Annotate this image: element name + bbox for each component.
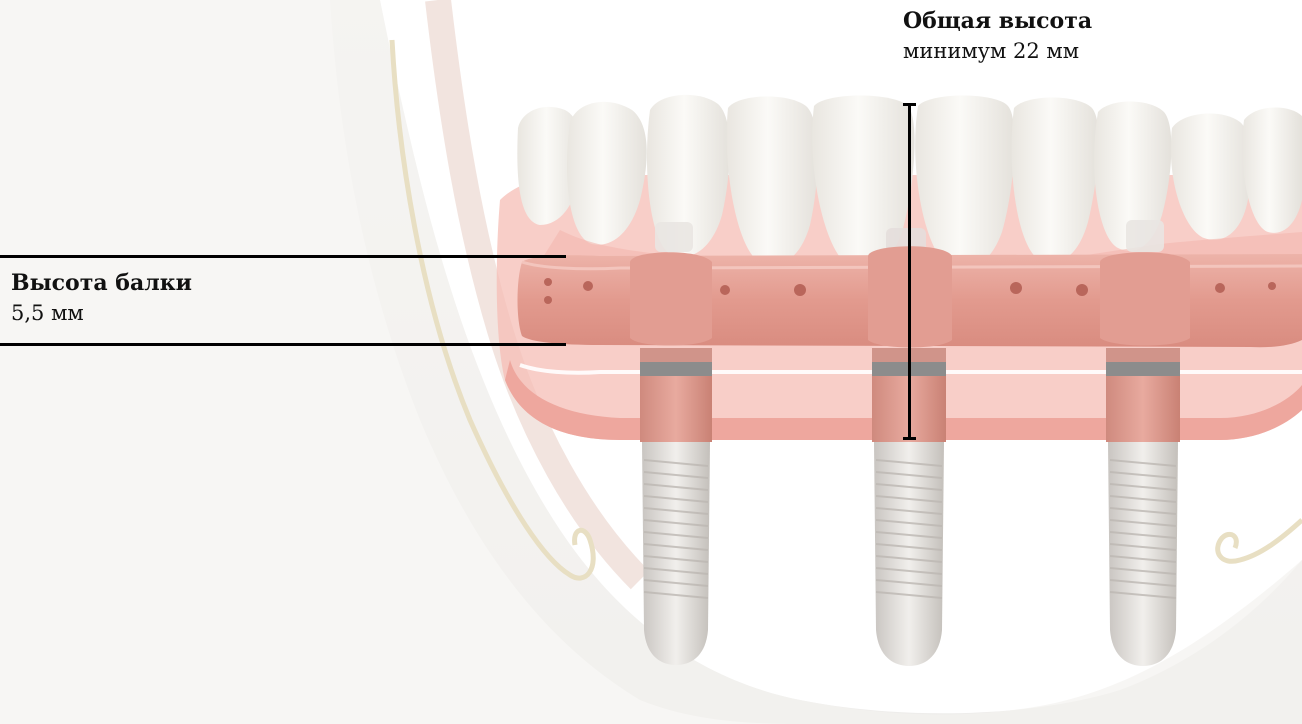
total-height-label: Общая высота минимум 22 мм <box>903 6 1092 66</box>
bar-height-value: 5,5 мм <box>11 298 192 328</box>
total-height-bottom-cap <box>903 437 916 440</box>
bar-height-bottom-line <box>0 343 566 346</box>
bar-height-label: Высота балки 5,5 мм <box>11 268 192 328</box>
total-height-dimension-line <box>908 104 911 438</box>
bar-height-top-line <box>0 255 566 258</box>
total-height-title: Общая высота <box>903 6 1092 36</box>
bar-height-title: Высота балки <box>11 268 192 298</box>
total-height-value: минимум 22 мм <box>903 36 1092 66</box>
